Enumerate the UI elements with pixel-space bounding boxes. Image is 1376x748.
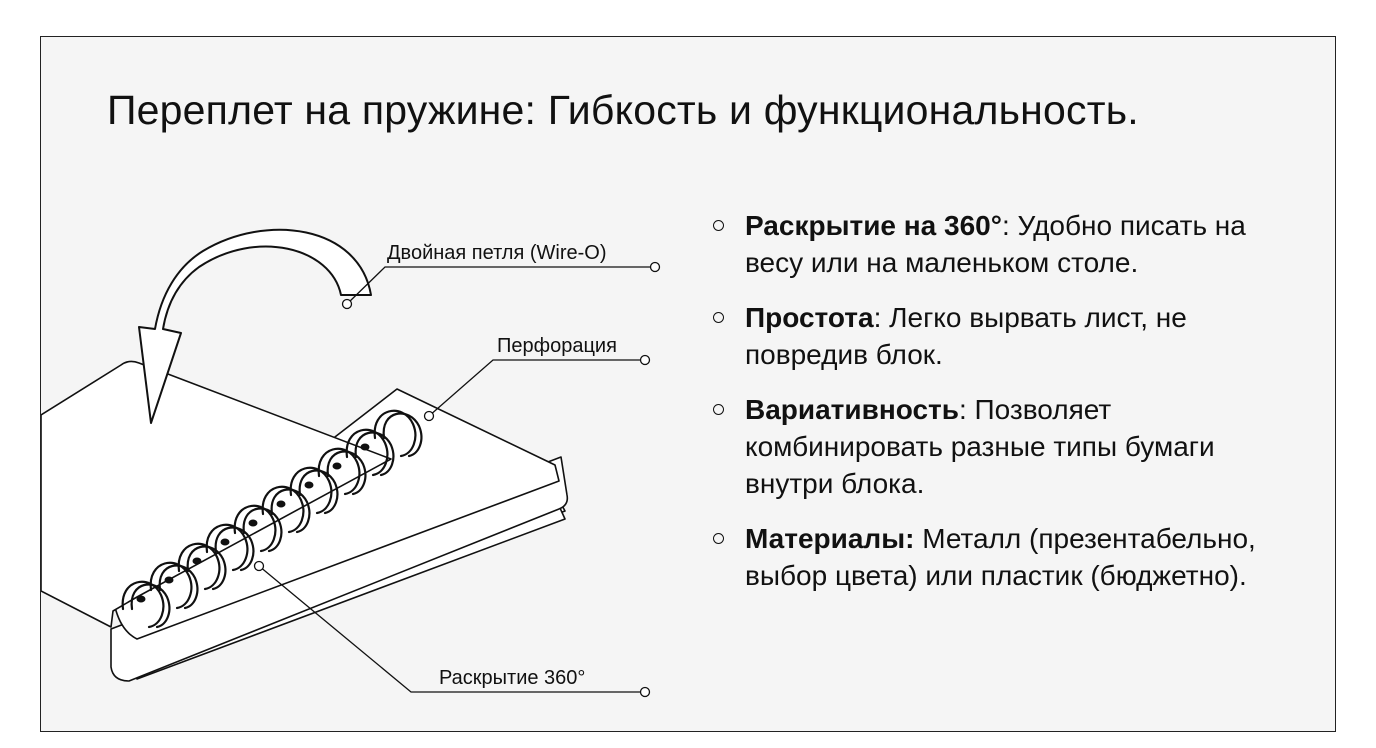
leader-line-perforation	[428, 359, 645, 417]
leader-line-opening	[258, 565, 645, 693]
feature-list: Раскрытие на 360°: Удобно писать на весу…	[709, 207, 1309, 612]
feature-key: Вариативность	[745, 394, 959, 425]
wire-loop	[205, 523, 255, 572]
circle-bullet-icon	[713, 220, 724, 231]
wire-loop	[345, 428, 395, 477]
hole	[304, 481, 314, 489]
wire-loop	[289, 466, 339, 515]
feature-text: Легко вырвать лист, не повредив блок.	[745, 302, 1187, 370]
leader-line-wire-o	[346, 266, 655, 305]
leader-end-dot	[639, 354, 651, 366]
leader-end-dot	[639, 686, 651, 698]
feature-item-variability: Вариативность: Позволяет комбинировать р…	[709, 391, 1309, 502]
feature-separator: :	[958, 394, 967, 425]
slide-title: Переплет на пружине: Гибкость и функцион…	[107, 87, 1139, 133]
perforation-holes	[136, 443, 370, 603]
leader-dot	[423, 410, 435, 422]
leader-end-dot	[649, 261, 661, 273]
feature-key: Простота	[745, 302, 874, 333]
leader-dot	[253, 560, 265, 572]
hole	[220, 538, 230, 546]
wire-loop	[261, 485, 311, 534]
feature-text: Позволяет комбинировать разные типы бума…	[745, 394, 1215, 499]
leader-dot	[341, 298, 353, 310]
spiral-binding-illustration: Двойная петля (Wire-O) Перфорация Раскры…	[41, 228, 661, 698]
hole	[276, 500, 286, 508]
wire-loop	[233, 504, 283, 553]
feature-text: Удобно писать на весу или на маленьком с…	[745, 210, 1246, 278]
hole	[136, 595, 146, 603]
feature-key: Материалы:	[745, 523, 915, 554]
hole	[248, 519, 258, 527]
hole	[164, 576, 174, 584]
wire-loop	[149, 561, 199, 610]
circle-bullet-icon	[713, 312, 724, 323]
page-block-top	[114, 388, 560, 640]
hole	[360, 443, 370, 451]
circle-bullet-icon	[713, 404, 724, 415]
wire-o-spiral	[121, 409, 423, 629]
feature-item-opening: Раскрытие на 360°: Удобно писать на весу…	[709, 207, 1309, 281]
wire-loop	[373, 409, 423, 458]
feature-item-materials: Материалы: Металл (презентабельно, выбор…	[709, 520, 1309, 594]
front-cover-flipped	[41, 360, 392, 628]
callout-wire-o: Двойная петля (Wire-O)	[387, 242, 607, 264]
feature-key: Раскрытие на 360°	[745, 210, 1002, 241]
wire-loop	[317, 447, 367, 496]
callout-opening-360: Раскрытие 360°	[439, 667, 585, 689]
feature-item-simplicity: Простота: Легко вырвать лист, не повреди…	[709, 299, 1309, 373]
circle-bullet-icon	[713, 533, 724, 544]
slide: Переплет на пружине: Гибкость и функцион…	[40, 36, 1336, 732]
feature-separator: :	[873, 302, 882, 333]
wire-loop	[121, 580, 171, 629]
feature-text: Металл (презентабельно, выбор цвета) или…	[745, 523, 1256, 591]
hole	[192, 557, 202, 565]
feature-separator: :	[1001, 210, 1010, 241]
callout-perforation: Перфорация	[497, 335, 617, 357]
rotation-arrow-icon	[138, 228, 372, 424]
hole	[332, 462, 342, 470]
wire-loop	[177, 542, 227, 591]
